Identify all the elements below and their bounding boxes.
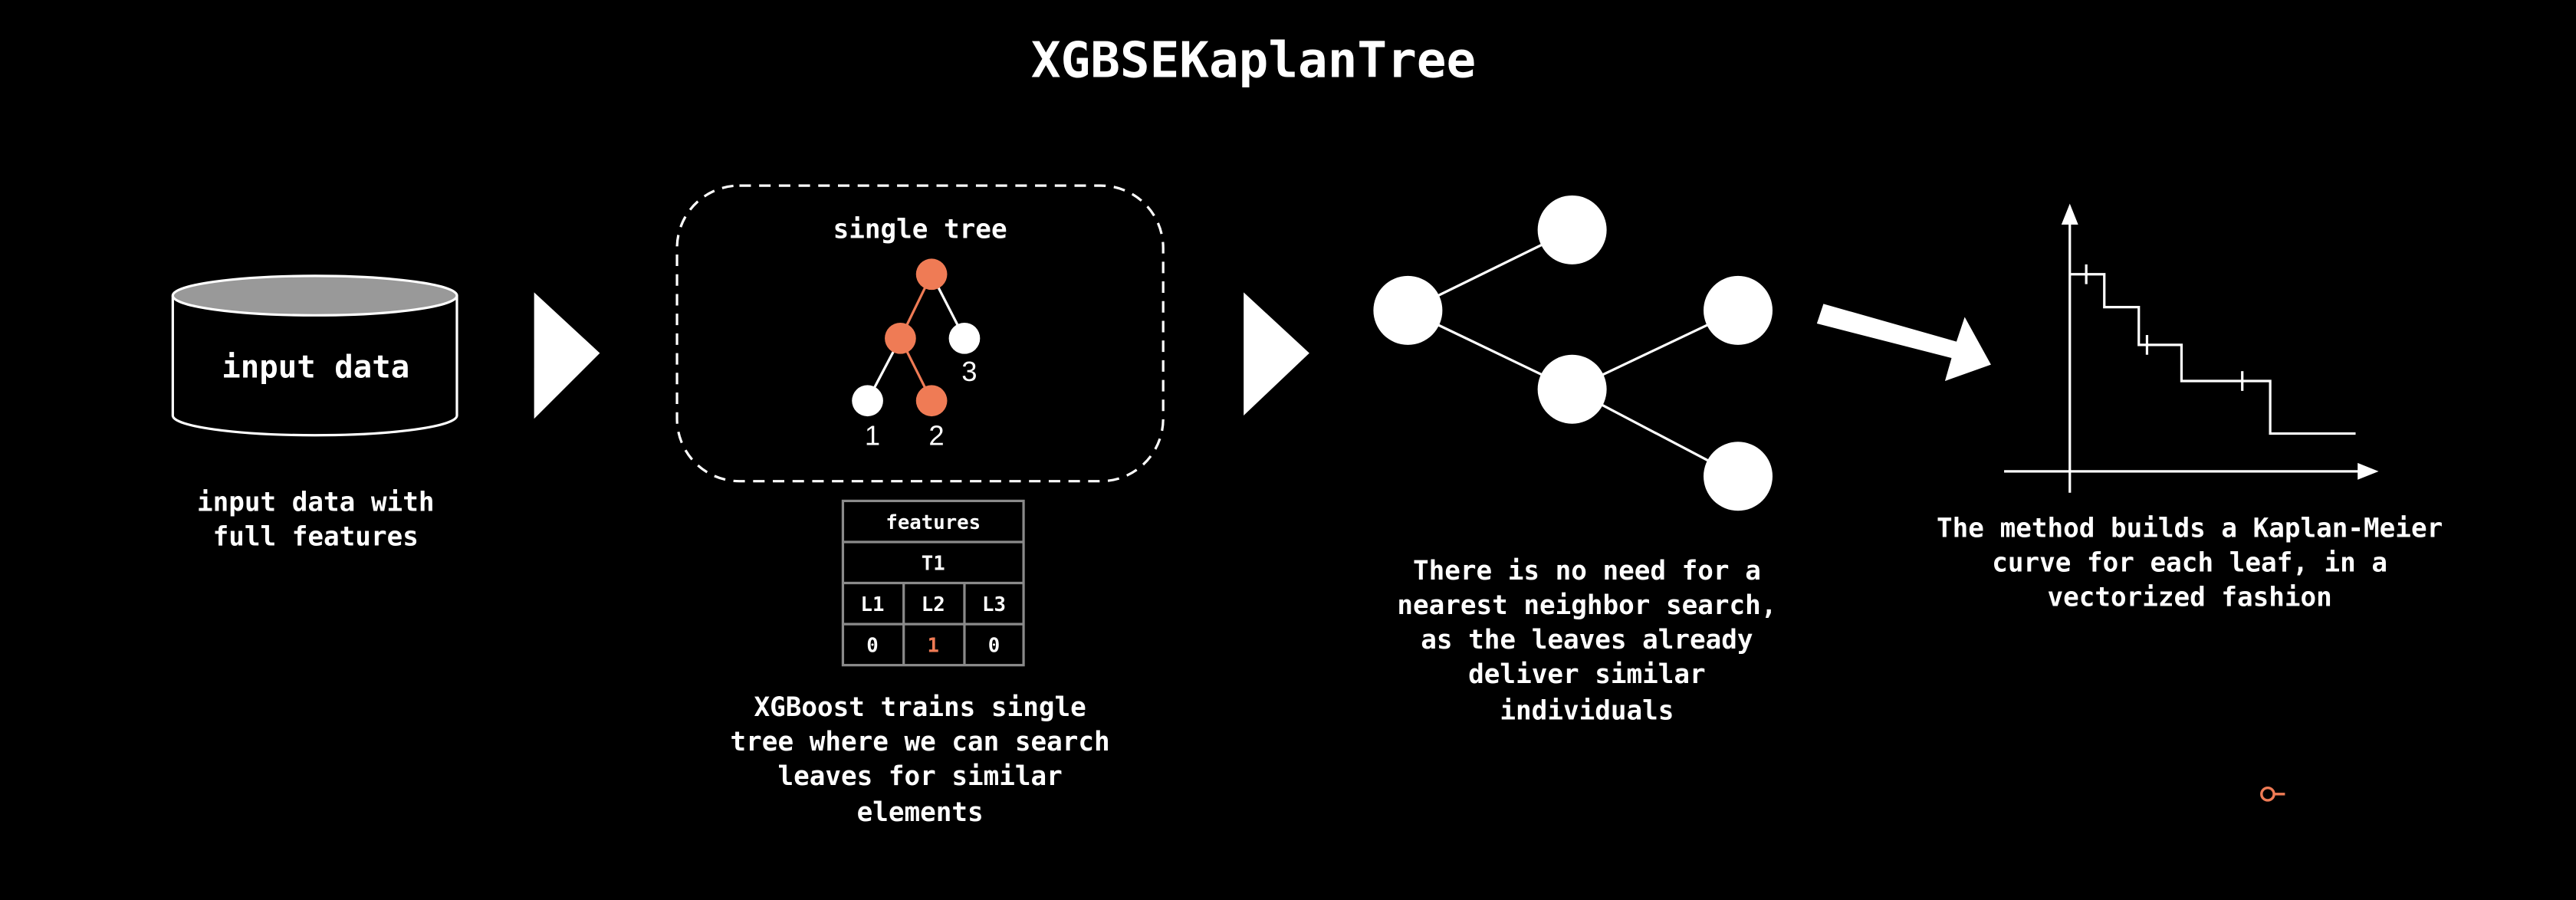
km-curve-icon [2004, 203, 2379, 493]
step4-caption-line: vectorized fashion [2047, 583, 2331, 613]
features-table [841, 499, 1025, 667]
chevron-right-icon [1244, 292, 1309, 416]
step3-caption-line: as the leaves already [1421, 625, 1753, 655]
table-tree-id: T1 [922, 552, 945, 575]
step2-caption-line: tree where we can search [731, 727, 1110, 757]
page-title: XGBSEKaplanTree [1031, 32, 1476, 90]
cylinder-label: input data [222, 349, 409, 386]
step2-caption-line: leaves for similar [777, 761, 1062, 792]
arrow-right-icon [1816, 304, 1991, 382]
tree-inner-node [885, 322, 916, 354]
single-tree-title: single tree [833, 215, 1007, 245]
table-value: 0 [866, 635, 878, 658]
leaf-label-1: 1 [865, 420, 880, 452]
step1-caption-line: input data with [197, 487, 434, 517]
leaf-label-2: 2 [928, 420, 944, 452]
tree-leaf-3 [948, 322, 981, 354]
table-value-highlighted: 1 [928, 635, 939, 658]
key-icon [2260, 786, 2285, 802]
step4-caption-line: The method builds a Kaplan-Meier [1937, 514, 2443, 544]
graph-icon [1373, 195, 1773, 511]
table-header: features [886, 511, 981, 534]
step2-caption-line: XGBoost trains single [754, 692, 1086, 723]
leaf-label-3: 3 [961, 356, 977, 387]
single-tree-box [675, 184, 1165, 483]
chevron-right-icon [534, 292, 600, 419]
tree-icon [852, 258, 981, 417]
step3-caption-line: There is no need for a [1413, 556, 1761, 586]
step3-caption-line: deliver similar [1468, 659, 1705, 690]
tree-leaf-2 [915, 385, 948, 417]
table-column: L3 [982, 593, 1006, 616]
step3-caption-line: nearest neighbor search, [1397, 590, 1776, 621]
step1-caption-line: full features [213, 521, 419, 552]
table-column: L2 [922, 593, 945, 616]
tree-leaf-1 [852, 385, 883, 417]
step3-caption-line: individuals [1500, 695, 1674, 726]
database-cylinder-icon [171, 274, 458, 437]
table-value: 0 [988, 635, 1000, 658]
tree-root-node [915, 258, 948, 291]
step2-caption-line: elements [857, 797, 984, 828]
table-column: L1 [861, 593, 885, 616]
step4-caption-line: curve for each leaf, in a [1992, 548, 2387, 579]
